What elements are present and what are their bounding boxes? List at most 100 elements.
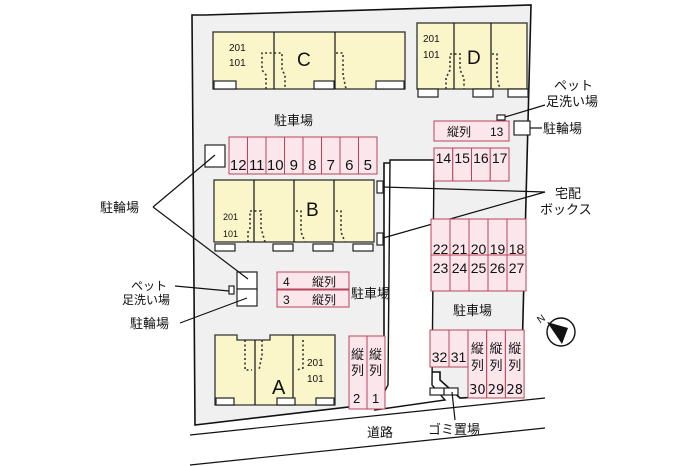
parking-slot-3[interactable]: 3 縦列 [276,289,350,308]
bicycle-parking-left-2 [236,288,258,307]
building-d-label: D [467,48,481,69]
parking-slot-9[interactable]: 9 [284,136,304,175]
parking-slot-text: 縦 [508,342,521,357]
parking-slot-number: 18 [509,241,525,257]
building-d: 201 101 D [416,22,529,98]
parking-slot-10[interactable]: 10 [265,136,285,175]
parking-slot-number: 25 [471,260,487,276]
parking-slot-number: 17 [492,150,508,166]
building-b-room-101: 101 [223,229,238,239]
parking-slot-22[interactable]: 22 [430,218,451,257]
parking-label-right: 駐車場 [453,304,492,319]
parking-slot-20[interactable]: 20 [468,218,489,257]
parking-slot-number: 20 [471,241,487,257]
parking-slot-number: 31 [451,349,467,365]
parking-slot-5[interactable]: 5 [358,136,378,175]
parking-slot-number: 27 [509,260,525,276]
parking-slot-number: 32 [432,349,448,365]
parking-slot-11[interactable]: 11 [247,136,267,175]
parking-slot-number: 23 [433,260,449,276]
parking-slot-27[interactable]: 27 [506,254,527,292]
parking-slot-32[interactable]: 32 [429,329,450,368]
building-c-room-101: 101 [229,58,246,69]
parking-slot-28[interactable]: 縦列 28 [504,329,525,399]
parking-slot-number: 6 [345,157,353,174]
parking-slot-7[interactable]: 7 [321,136,341,175]
parking-slot-18[interactable]: 18 [506,218,527,257]
parking-label-mid: 駐車場 [351,287,390,302]
parking-slot-17[interactable]: 17 [489,147,510,182]
svg-text:縦列: 縦列 [312,293,336,307]
parking-slot-text: 列 [508,359,521,374]
bicycle-parking-left-top [204,144,226,168]
building-c: 201 101 C [212,31,406,90]
parking-slot-text: 列 [490,359,503,374]
road-label: 道路 [367,425,393,441]
parking-slot-number: 14 [436,150,452,166]
parking-slot-26[interactable]: 26 [487,254,508,292]
building-a: 201 101 A [214,334,336,406]
parking-slot-text: 28 [506,383,523,398]
delivery-box-1 [376,180,384,194]
parking-slot-number: 16 [473,150,489,166]
parking-slot-31[interactable]: 31 [448,329,469,368]
parking-slot-number: 12 [230,157,247,174]
svg-text:4: 4 [283,275,290,289]
svg-text:N: N [535,313,547,326]
pet-wash-left-label-2: 足洗い場 [122,293,170,307]
parking-slot-25[interactable]: 25 [468,254,489,292]
svg-text:列: 列 [351,364,364,379]
pet-wash-right-label-1: ペット [554,79,593,94]
parking-slot-number: 24 [452,260,468,276]
road-edge-top [189,397,546,436]
parking-slot-number: 9 [290,157,298,174]
svg-text:2: 2 [353,391,360,406]
pet-wash-left [228,285,235,295]
pet-wash-right [496,114,506,121]
parking-slot-4[interactable]: 4 縦列 [276,271,350,290]
parking-slot-16[interactable]: 16 [471,147,491,182]
parking-slot-13[interactable]: 縦列 13 [433,120,510,142]
parking-slot-19[interactable]: 19 [487,218,508,257]
building-d-room-201: 201 [423,34,440,45]
parking-slot-number: 8 [308,157,316,174]
parking-slot-number: 11 [249,157,265,174]
parking-slot-text: 30 [469,383,486,398]
bicycle-label-right: 駐輪場 [543,121,582,137]
svg-text:1: 1 [372,391,379,406]
parking-slot-number: 5 [364,157,372,174]
parking-slot-text: 縦 [471,342,484,357]
parking-slot-15[interactable]: 15 [452,147,472,182]
parking-slot-6[interactable]: 6 [339,136,359,175]
svg-text:3: 3 [283,293,290,307]
parking-slot-23[interactable]: 23 [430,254,451,292]
bicycle-parking-right [513,120,531,136]
delivery-label-1: 宅配 [555,187,581,202]
parking-slot-12[interactable]: 12 [228,136,248,175]
building-d-room-101: 101 [423,50,440,61]
svg-text:縦列: 縦列 [312,275,336,289]
parking-slot-14[interactable]: 14 [433,147,454,182]
building-c-room-201: 201 [229,43,246,54]
parking-slot-24[interactable]: 24 [449,254,470,292]
parking-slot-number: 21 [452,241,468,257]
delivery-box-2 [376,232,384,246]
parking-slot-8[interactable]: 8 [302,136,322,175]
bicycle-label-left: 駐輪場 [100,200,139,216]
parking-slot-number: 7 [327,157,335,174]
road-edge-bottom [189,427,546,466]
parking-slot-21[interactable]: 21 [449,218,470,257]
parking-slot-number: 26 [490,260,506,276]
parking-slot-1[interactable]: 縦 列 1 [366,335,386,410]
parking-slot-text: 縦 [490,342,503,357]
parking-slot-2[interactable]: 縦 列 2 [348,335,368,410]
building-b-label: B [306,200,319,221]
svg-text:縦: 縦 [351,348,364,363]
parking-slot-number: 22 [433,241,449,257]
